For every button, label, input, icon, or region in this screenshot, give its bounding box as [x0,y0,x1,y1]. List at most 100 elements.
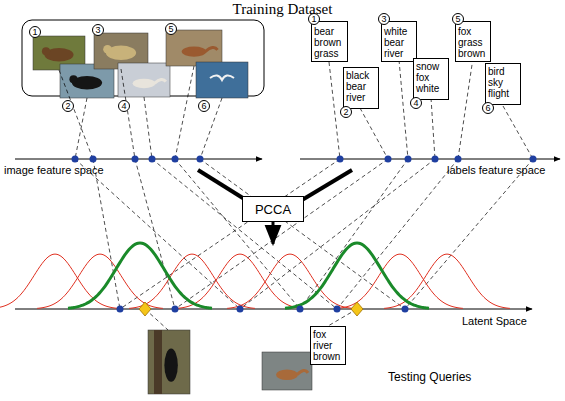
photo [196,62,248,98]
query-diamond [351,302,363,316]
photo-bg [262,352,312,390]
feature-point [405,156,412,163]
leader-line [121,69,135,159]
callout-number: 4 [118,100,130,112]
gaussian-curve [337,254,463,308]
callout-number: 6 [198,100,210,112]
leader-line [337,159,458,309]
label-box: 5fox grass brown [455,21,491,62]
feature-point [90,156,97,163]
callout-number: 1 [308,13,320,25]
photo [118,63,170,97]
label-box: 1bear brown grass [311,21,348,62]
label-box: 6bird sky flight [485,63,521,105]
leader-line [405,159,533,309]
axis-label: Testing Queries [388,370,471,384]
bird [210,75,234,80]
callout-number: 1 [29,26,41,38]
photo [262,352,312,390]
axis-label: labels feature space [447,164,545,176]
latent-point [402,306,409,313]
leader-line [399,60,408,159]
callout-number: 5 [452,13,464,25]
photo-bg [166,30,222,66]
feature-point [149,156,156,163]
diagram-title: Training Dataset [0,1,565,18]
photo-bg [148,330,190,394]
box-text: PCCA [253,202,293,217]
latent-point [117,306,124,313]
gaussians [0,243,510,308]
latent-point [334,306,341,313]
animal-head [69,75,77,83]
callout-number: 3 [92,24,104,36]
leader-line [431,98,435,159]
gaussian-curve [37,254,163,308]
leader-line [175,159,300,309]
tree [154,330,162,394]
leader-line [328,309,357,326]
leader-line [152,159,337,309]
leader-line [144,97,152,159]
gaussian-highlight [68,243,212,308]
callout-number: 4 [410,97,422,109]
photo-bg [118,63,170,97]
leader-line [59,70,93,159]
process-box: PCCA [242,196,304,222]
leader-line [75,98,87,159]
animal-tail [297,370,308,374]
query-diamond [139,302,151,316]
callout-number: 3 [378,13,390,25]
gaussian-curve [227,254,353,308]
animal-tail [154,80,165,84]
feature-point [172,156,179,163]
callout-number: 2 [340,106,352,118]
photo-bg [196,62,248,98]
leader-line [329,62,340,159]
leader-line [175,66,194,159]
animal-head [103,45,112,54]
axis-label: image feature space [4,164,104,176]
feature-point [385,156,392,163]
photo [166,30,222,66]
gaussian-curve [129,254,255,308]
merge-line [302,170,352,200]
feature-point [455,156,462,163]
latent-point [237,306,244,313]
feature-point [530,156,537,163]
photo-group [22,20,312,394]
animal-tail [205,47,217,51]
feature-point [432,156,439,163]
callout-number: 6 [482,102,494,114]
leader-line [458,58,473,159]
box-text: fox grass brown [456,24,490,61]
latent-point [297,306,304,313]
leader-line [175,159,388,309]
box-text: fox river brown [311,327,345,364]
callout-number: 5 [165,23,177,35]
leader-line [120,159,340,309]
leader-line [503,106,533,159]
callout-number: 2 [62,100,74,112]
animal-head [42,47,50,55]
label-box: 3white bear river [381,21,417,62]
box-text: bear brown grass [312,24,347,61]
label-box: fox river brown [310,326,346,365]
animal [182,47,207,57]
animal [276,369,298,380]
axis-label: Latent Space [462,315,527,327]
box-text: black bear river [344,68,378,105]
latent-point [172,306,179,313]
gaussian-curve [177,254,303,308]
leader-line [360,108,388,159]
down-arrow [272,222,275,244]
leader-line [135,159,175,309]
axis [15,309,532,310]
leader-line [240,159,435,309]
label-box: 2black bear river [343,67,379,109]
merge-line [198,170,246,200]
label-box: 4snow fox white [413,58,449,100]
feature-point [72,156,79,163]
feature-point [132,156,139,163]
